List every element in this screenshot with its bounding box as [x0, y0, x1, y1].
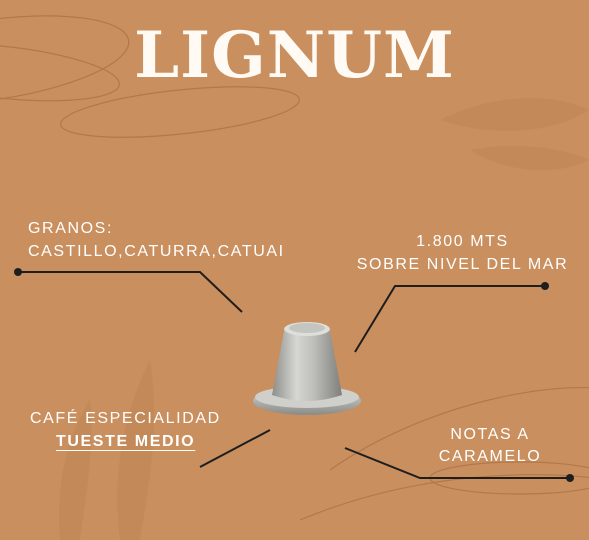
granos-varieties: CASTILLO,CATURRA,CATUAI: [28, 243, 285, 260]
leaf-bottom-left-2: [59, 400, 92, 540]
connector-granos: [18, 271, 243, 313]
connector-notes: [344, 447, 570, 479]
leaf-bottom-left-1: [117, 360, 155, 540]
leaf-top-right-2: [470, 145, 589, 171]
swirl-mid-left: [60, 86, 300, 138]
connector-roast: [199, 429, 271, 468]
connector-dot-altitude: [541, 282, 549, 290]
altitude-line1: 1.800 MTS: [416, 233, 509, 250]
swirl-bottom-right-1: [329, 386, 589, 471]
connector-dot-notes: [566, 474, 574, 482]
granos-heading: GRANOS:: [28, 220, 113, 237]
brand-title: LIGNUM: [134, 18, 455, 93]
notes-line1: NOTAS A: [450, 426, 530, 443]
swirl-top-left-2: [0, 42, 120, 102]
swirl-bottom-right-2: [299, 474, 589, 521]
roast-level: TUESTE MEDIO: [56, 433, 196, 450]
coffee-capsule-icon: [253, 322, 361, 415]
altitude-line2: SOBRE NIVEL DEL MAR: [356, 256, 569, 273]
swirl-top-left-1: [0, 15, 130, 105]
cafe-type: CAFÉ ESPECIALIDAD: [30, 410, 221, 427]
leaf-top-right-1: [440, 98, 589, 131]
connector-altitude: [354, 285, 545, 353]
notes-line2: CARAMELO: [438, 448, 542, 465]
connector-dot-granos: [14, 268, 22, 276]
